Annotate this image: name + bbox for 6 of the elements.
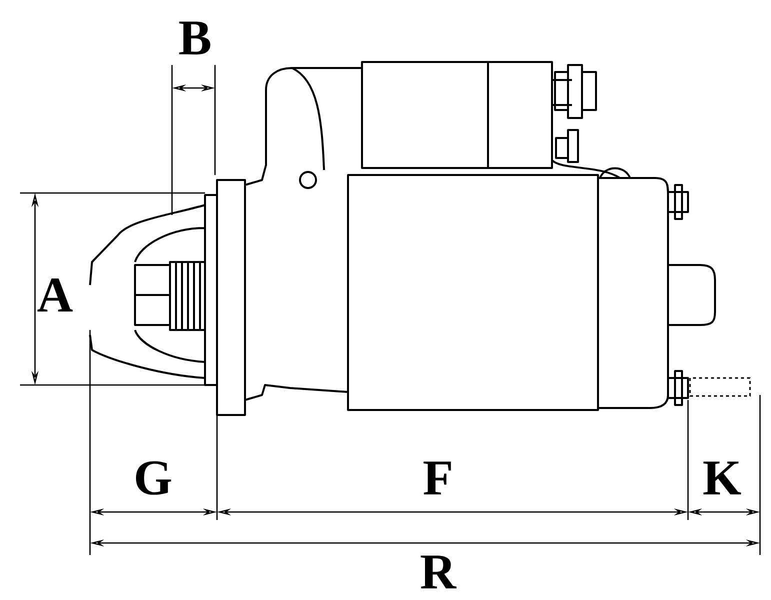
- dimension-label: K: [703, 462, 742, 494]
- dimension-label: F: [424, 462, 451, 494]
- dimension-label: A: [37, 278, 73, 312]
- dimension-label: R: [420, 556, 456, 588]
- dimension-label: B: [179, 22, 210, 54]
- dimension-label: G: [136, 461, 172, 495]
